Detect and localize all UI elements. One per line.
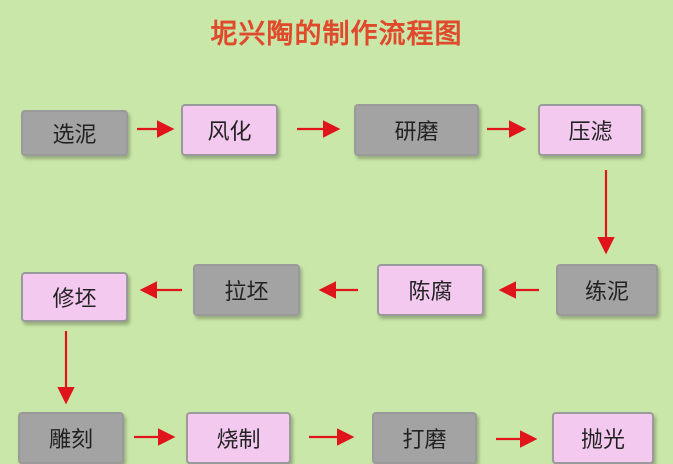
flow-arrows bbox=[57, 120, 615, 448]
step-aging: 陈腐 bbox=[377, 264, 484, 316]
step-kneading: 练泥 bbox=[556, 264, 658, 316]
diagram-title: 坭兴陶的制作流程图 bbox=[210, 19, 463, 50]
step-trimming: 修坯 bbox=[21, 272, 128, 322]
step-weathering: 风化 bbox=[181, 104, 278, 156]
step-throwing: 拉坯 bbox=[193, 264, 300, 316]
step-press-filter: 压滤 bbox=[538, 104, 643, 156]
step-select-clay: 选泥 bbox=[21, 110, 128, 156]
step-grinding: 研磨 bbox=[354, 104, 479, 156]
